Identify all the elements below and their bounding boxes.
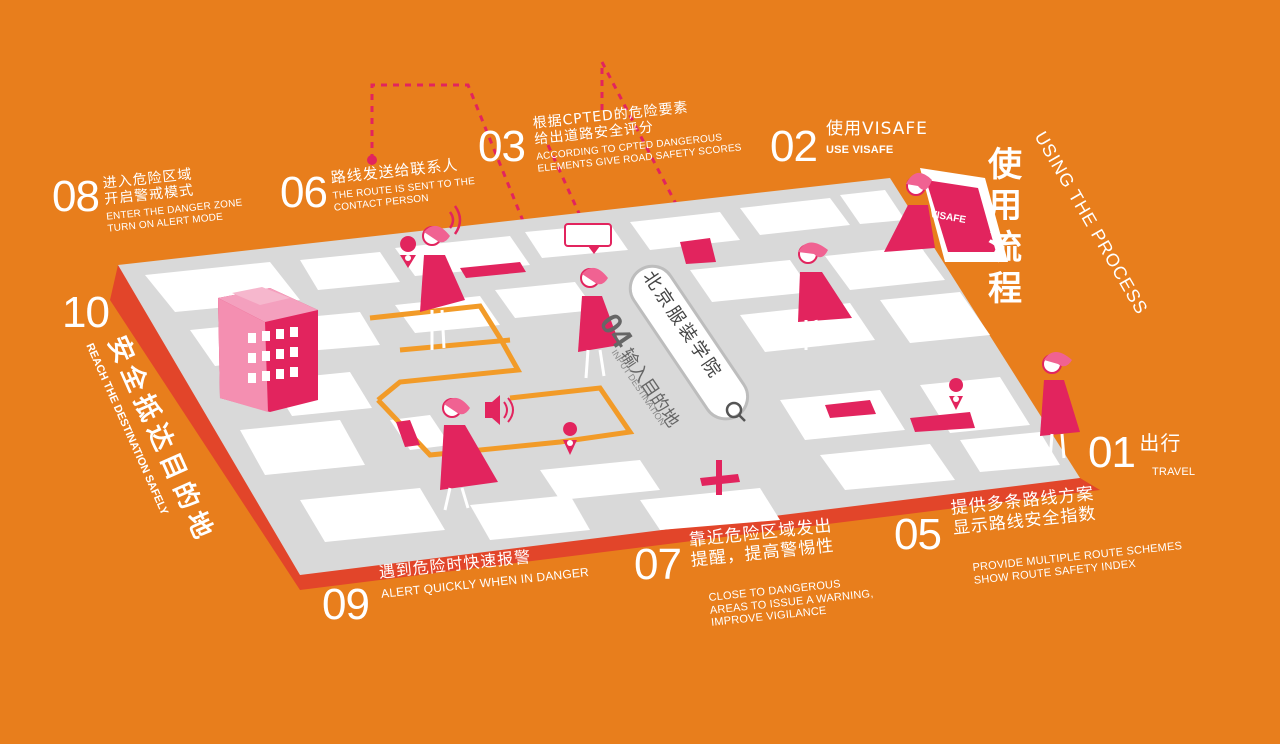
- step-02-number: 02: [770, 122, 818, 171]
- step-05-number: 05: [894, 510, 942, 559]
- map-pin-icon: [400, 236, 417, 268]
- step-06-number: 06: [280, 168, 328, 217]
- map-pin-icon: [949, 378, 964, 410]
- step-02-cn: 使用VISAFE: [826, 119, 928, 139]
- title-cn: 使用流程: [988, 145, 1022, 310]
- connector-line-03b: [600, 61, 702, 251]
- connector-line-06: [370, 83, 557, 301]
- map-pin-icon: [563, 422, 578, 455]
- woman-figure-walking: [798, 242, 852, 350]
- phone-illustration: [920, 168, 1008, 262]
- woman-figure-01: [1040, 352, 1080, 461]
- woman-figure-02: [884, 172, 935, 272]
- step-09-number: 09: [322, 580, 370, 629]
- alarm-speaker-icon: [485, 395, 514, 425]
- search-icon: [725, 401, 746, 422]
- destination-building: [218, 287, 318, 412]
- safe-route: [369, 303, 635, 458]
- chat-bubble-icon: [564, 223, 612, 254]
- step-01-cn: 出行: [1139, 431, 1182, 455]
- woman-figure-03: [578, 267, 620, 379]
- step-01-en: TRAVEL: [1152, 466, 1196, 478]
- step-07-number: 07: [634, 540, 682, 589]
- step-10-number: 10: [62, 288, 110, 337]
- signal-waves-icon: [448, 205, 462, 235]
- woman-figure-06: [420, 225, 465, 350]
- step-08-number: 08: [52, 172, 100, 221]
- woman-figure-08: [440, 397, 498, 511]
- step-02-en: USE VISAFE: [826, 143, 894, 156]
- step-03-number: 03: [478, 122, 526, 171]
- danger-zones: [396, 238, 975, 495]
- connector-dot-06: [367, 155, 377, 165]
- step-01-number: 01: [1088, 428, 1136, 477]
